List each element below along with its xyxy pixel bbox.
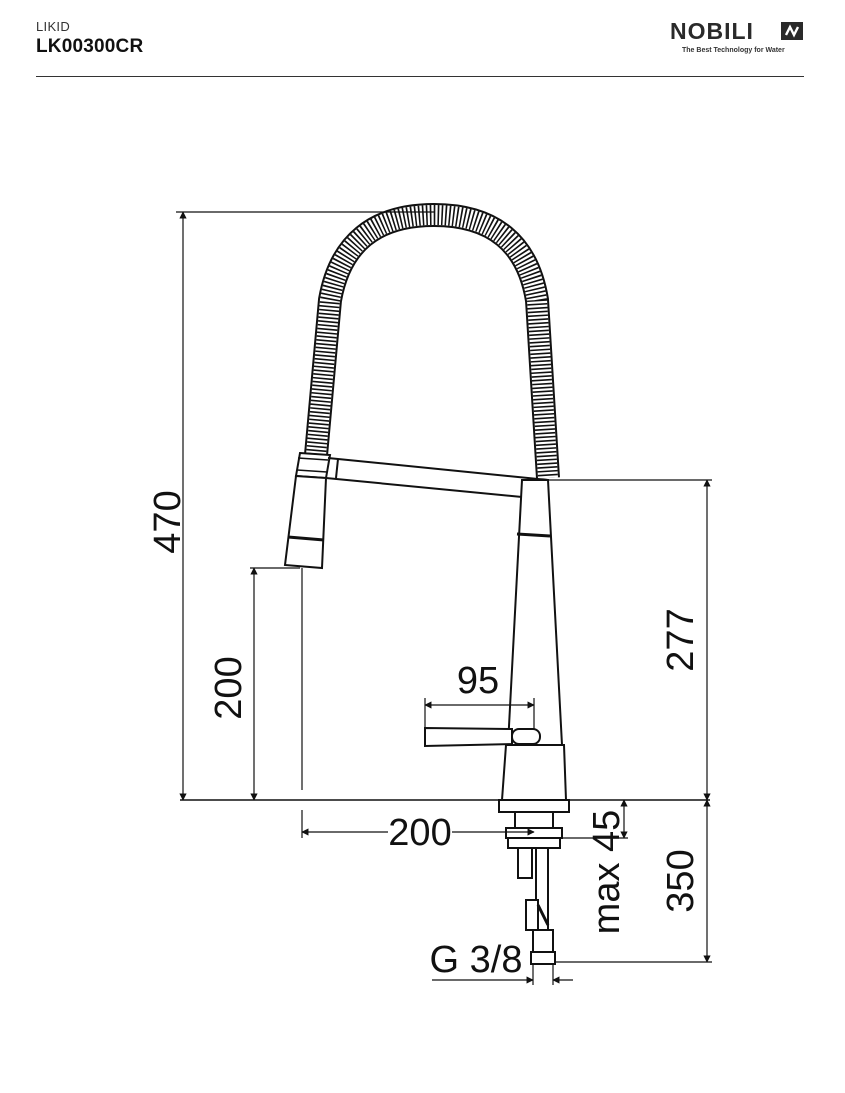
hose-length-label: 350 xyxy=(660,849,702,912)
header-divider xyxy=(36,76,804,77)
handle-lever xyxy=(424,726,541,748)
body-height-label: 277 xyxy=(660,608,702,671)
nobili-mark-icon xyxy=(781,22,803,40)
spout-reach-label: 200 xyxy=(388,812,451,854)
dimension-connection-thread xyxy=(432,964,573,985)
deck-thickness-label: max 45 xyxy=(586,810,628,935)
dimension-hose-length xyxy=(555,799,712,963)
page-header: LIKID LK00300CR NOBILI The Best Technolo… xyxy=(0,0,845,80)
spray-head xyxy=(283,451,332,570)
series-name: LIKID xyxy=(36,19,71,34)
mounting-hardware xyxy=(498,799,570,965)
dimension-spout-clearance xyxy=(250,567,303,801)
faucet-body xyxy=(500,479,568,801)
dimension-body-height xyxy=(548,479,712,801)
spout-arm xyxy=(325,457,549,498)
spout-clearance-label: 200 xyxy=(208,656,250,719)
lever-length-label: 95 xyxy=(457,660,499,702)
dimension-deck-thickness xyxy=(562,799,628,839)
dimension-lever-length xyxy=(424,698,535,729)
flexible-hose xyxy=(304,202,560,479)
product-code: LK00300CR xyxy=(36,36,144,57)
dimension-spout-reach xyxy=(301,810,535,838)
nobili-logo: NOBILI The Best Technology for Water xyxy=(670,18,810,62)
dimension-total-height xyxy=(176,211,434,801)
connection-thread-label: G 3/8 xyxy=(430,939,523,981)
brand-name: NOBILI xyxy=(670,18,754,44)
brand-tagline: The Best Technology for Water xyxy=(682,47,785,54)
total-height-label: 470 xyxy=(147,490,189,553)
